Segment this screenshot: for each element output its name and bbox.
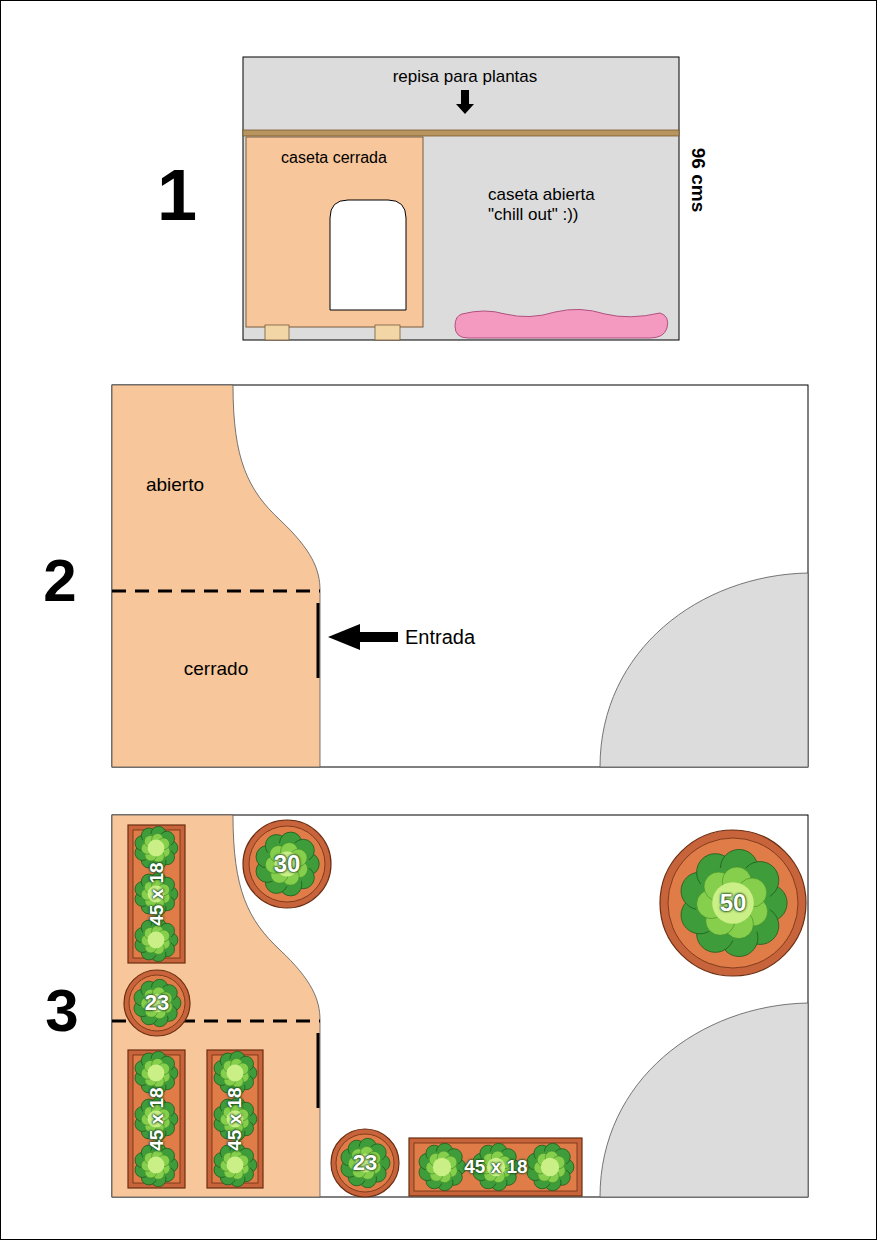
leaf [141,1058,171,1088]
leaf [140,986,173,1019]
pot [668,838,798,968]
planter-box [133,830,180,958]
shelf-label: repisa para plantas [393,67,538,87]
leaf [220,1150,250,1180]
planter-box [128,825,185,963]
planter-size: 45 x 18 [224,1087,246,1150]
pot [331,1129,399,1197]
leaf [227,1065,244,1082]
planter-size: 45 x 18 [464,1156,527,1178]
planter-size: 30 [274,850,301,878]
planting-panel [112,815,808,1197]
leaf [712,882,754,924]
plant [681,849,787,956]
planter-box: 45 x 18 [409,1138,582,1196]
panel-number: 1 [157,154,197,237]
area-label: cerrado [184,658,248,680]
foot [375,325,400,340]
foliage [134,826,787,1190]
leaf [220,1058,250,1088]
leaf [425,1150,458,1183]
leaf [141,833,171,863]
cushion [455,309,668,338]
planter-box [212,1055,258,1183]
leaf [141,925,171,955]
grey-area [600,1003,808,1197]
elevation-box: repisa para plantas caseta abierta "chill… [243,57,679,340]
foot [265,325,289,340]
planter-size: 45 x 18 [146,862,168,925]
planter-box [133,1055,180,1183]
entry-arrowhead [328,624,360,650]
door [317,603,320,678]
leaf [148,1065,165,1082]
closed-house-box: caseta cerrada [246,137,423,327]
area-label: caseta abierta "chill out" :)) [488,185,628,224]
area-label: caseta cerrada [281,149,387,167]
round-pot: 50 [660,830,806,976]
planter-size: 23 [145,990,169,1015]
leaf [265,842,310,887]
planter-size: 45 x 18 [146,1087,168,1150]
leaf [148,932,165,949]
dimension: 96 cms [687,148,709,212]
leaf [148,1157,165,1174]
divider [112,590,320,593]
planter-box: 45 x 18 [128,825,185,963]
leaf [541,1158,559,1176]
plant [527,1143,574,1190]
door [317,1033,320,1108]
leaf [696,866,771,941]
planter-size: 23 [353,1150,377,1175]
planter-box [414,1143,577,1191]
plant [341,1138,390,1187]
plan-panel [112,385,808,767]
leaf [227,1157,244,1174]
round-pot: 23 [331,1129,399,1197]
planter-size: 50 [720,889,747,917]
entry-arrow [355,632,398,642]
round-pot: 30 [243,820,331,908]
planter-box [207,1050,263,1188]
planters [124,820,806,1197]
house-footprint [112,385,320,767]
planter-box: 45 x 18 [128,1050,185,1188]
elevation-panel [243,57,679,340]
planter-box [409,1138,582,1196]
house-footprint [112,815,320,1197]
footprint-region: abierto cerrado [112,385,320,767]
plant [419,1143,466,1190]
closed-house [246,137,423,327]
entry-label: Entrada [405,626,475,649]
grey-area [600,573,808,767]
round-pot: 23 [124,970,190,1036]
planter-box [128,1050,185,1188]
panel-number: 2 [43,546,76,615]
pot [124,970,190,1036]
pot [660,830,806,976]
door-opening [330,200,406,310]
shelf [243,130,679,136]
planter-box: 45 x 18 [207,1050,263,1188]
leaf [433,1158,451,1176]
pot [129,975,185,1031]
leaf [348,1146,383,1181]
leaf [141,1150,171,1180]
pot [243,820,331,908]
panel-number: 3 [45,976,78,1045]
plant [256,832,319,896]
area-label: abierto [146,474,204,496]
leaf [533,1150,566,1183]
pot [249,826,325,902]
shelf-arrow [456,90,474,114]
pot [336,1134,394,1192]
plant [134,979,181,1026]
leaf [148,840,165,857]
